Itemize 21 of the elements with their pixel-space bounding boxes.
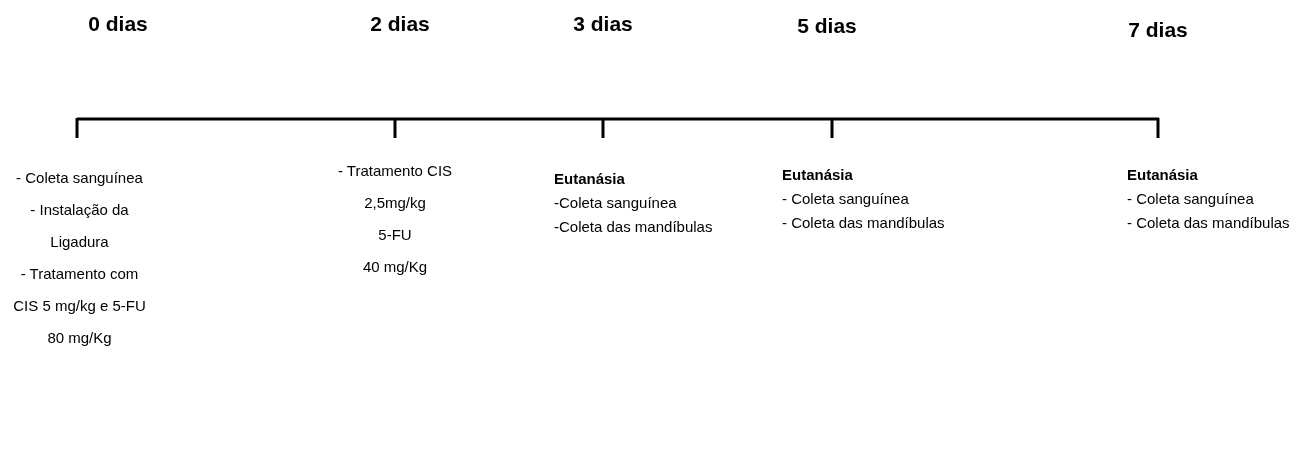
- event-text: 2,5mg/kg: [363, 193, 427, 213]
- day-heading: 0 dias: [88, 12, 148, 36]
- day-heading: 3 dias: [573, 12, 633, 36]
- event-text: 40 mg/Kg: [361, 257, 429, 277]
- event-text: - Coleta sanguínea: [782, 189, 910, 209]
- event-text: -Coleta das mandíbulas: [554, 217, 714, 237]
- event-text: - Instalação da Ligadura: [29, 200, 130, 252]
- event-text: - Coleta sanguínea: [15, 168, 144, 188]
- event-text: - Coleta das mandíbulas: [1127, 213, 1291, 233]
- day-heading: 2 dias: [370, 12, 430, 36]
- event-text: - Tratamento CIS: [336, 161, 454, 181]
- event-heading: Eutanásia: [1127, 165, 1199, 185]
- event-text: - Tratamento com CIS 5 mg/kg e 5-FU 80 mg/Kg: [12, 264, 147, 348]
- event-text: 5-FU: [377, 225, 413, 245]
- event-text: - Coleta das mandíbulas: [782, 213, 946, 233]
- day-heading: 5 dias: [797, 14, 857, 38]
- event-text: - Coleta sanguínea: [1127, 189, 1255, 209]
- event-heading: Eutanásia: [782, 165, 854, 185]
- day-heading: 7 dias: [1128, 18, 1188, 42]
- event-text: -Coleta sanguínea: [554, 193, 678, 213]
- event-heading: Eutanásia: [554, 169, 626, 189]
